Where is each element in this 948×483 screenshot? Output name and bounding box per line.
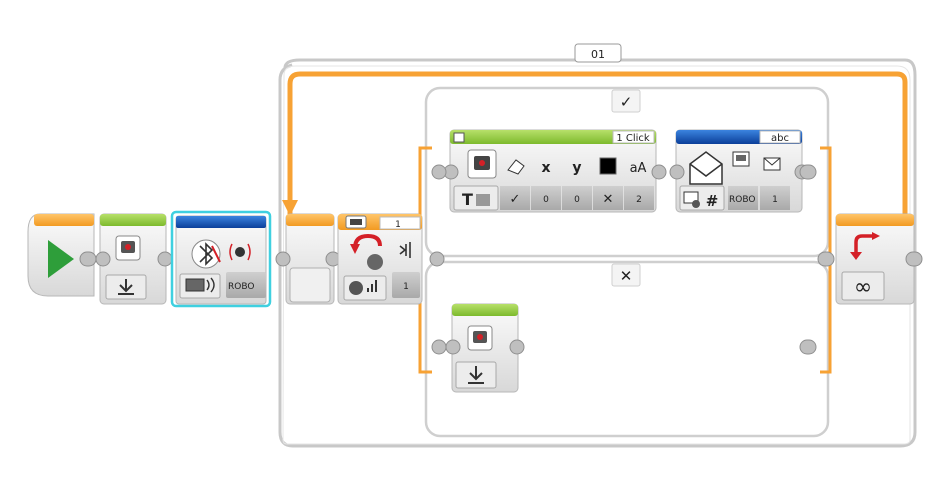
display-mode-label: 1 Click [616,133,650,144]
svg-text:#: # [706,192,719,210]
wait-icon [353,233,382,249]
y-icon: y [572,160,581,176]
switch-sensor-block[interactable]: 1 1 [337,213,423,305]
switch-true-label: ✓ [620,93,633,111]
color-param[interactable]: ✕ [603,192,614,207]
receiver-param[interactable] [728,186,758,210]
loop-wire [287,71,908,226]
bluetooth-icon [199,242,214,266]
loop-icon [854,234,876,254]
start-block[interactable] [27,213,97,297]
loop-name-label: 01 [591,48,605,61]
font-icon: aA [630,161,647,176]
loop-mode-selector[interactable] [841,271,885,301]
loop-frame[interactable] [278,58,917,448]
clear-param[interactable]: ✓ [510,192,521,207]
message-param[interactable] [760,186,790,210]
brick-light-block-1[interactable] [95,213,173,305]
svg-text:T: T [462,190,473,209]
loop-forever-symbol: ∞ [854,275,872,300]
message-mode-label: abc [771,133,789,144]
loop-name-tab[interactable]: 01 [574,43,622,63]
svg-text:ROBO: ROBO [228,282,254,292]
loop-entry [275,213,341,305]
receiver-param[interactable] [226,272,266,298]
switch-true-case[interactable]: ✓ [424,86,830,258]
x-icon: x [541,160,550,176]
play-icon[interactable] [48,240,74,278]
switch-false-case[interactable]: ✕ [424,260,830,438]
value-icon [399,242,411,258]
loop-end-block[interactable]: ∞ [835,213,923,305]
bluetooth-block[interactable]: ROBO [170,210,272,308]
display-block[interactable]: 1 Click T x y aA ✓ 0 0 ✕ 2 [443,129,667,213]
font-param[interactable]: 2 [636,195,642,205]
svg-text:ROBO: ROBO [729,195,755,205]
messaging-block[interactable]: abc # ROBO 1 [669,129,810,213]
color-icon [599,157,617,175]
switch-false-label: ✕ [620,267,633,285]
svg-text:1: 1 [772,195,778,205]
sensor-port: 1 [395,220,401,230]
output-plug[interactable] [79,251,97,267]
download-icon [468,366,484,384]
x-param[interactable]: 0 [543,195,549,205]
download-icon [118,279,134,295]
clear-screen-icon [507,159,525,175]
svg-text:1: 1 [403,282,409,292]
connection-icon [235,247,245,257]
send-message-icon [689,151,723,185]
brick-value-param[interactable] [392,272,420,298]
brick-light-block-2[interactable] [445,303,525,393]
y-param[interactable]: 0 [574,195,580,205]
